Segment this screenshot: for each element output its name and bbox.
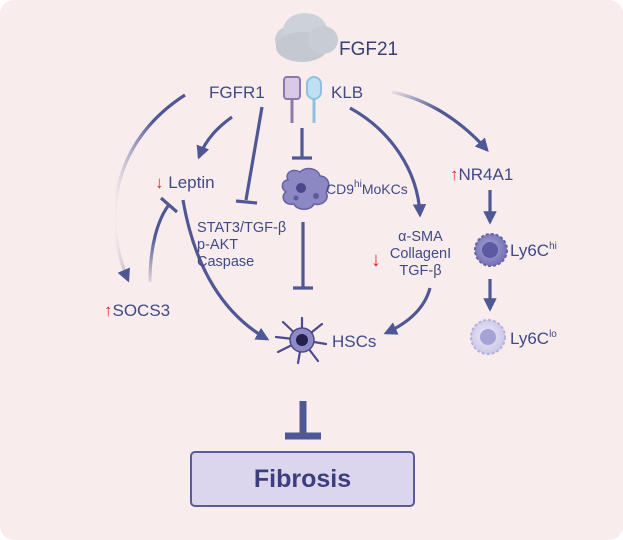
socs3-up-indicator: ↑ bbox=[104, 301, 113, 320]
marker-tgfb: TGF-β bbox=[399, 263, 442, 279]
markers-list: α-SMA CollagenI TGF-β bbox=[383, 229, 458, 280]
signaling-list: STAT3/TGF-β p-AKT Caspase bbox=[197, 220, 286, 271]
ly6chi-label: Ly6Chi bbox=[510, 241, 557, 260]
signaling-caspase: Caspase bbox=[197, 254, 255, 270]
socs3-node: ↑SOCS3 bbox=[104, 302, 170, 319]
inhibit-fgfr1-signaling bbox=[244, 106, 264, 201]
inhibit-bar-signaling bbox=[235, 199, 258, 205]
ly6clo-base: Ly6C bbox=[510, 329, 550, 348]
arrow-klb-to-nr4a1 bbox=[391, 90, 489, 153]
fgf21-label: FGF21 bbox=[339, 39, 399, 60]
mokcs-suffix: MoKCs bbox=[361, 181, 408, 197]
klb-receptor-shape bbox=[306, 76, 322, 123]
arrow-klb-to-markers bbox=[349, 106, 427, 218]
leptin-label: Leptin bbox=[168, 173, 215, 192]
ly6clo-cell-icon bbox=[470, 319, 506, 355]
nr4a1-up-indicator: ↑ bbox=[450, 165, 459, 184]
fgfr1-label: FGFR1 bbox=[209, 83, 265, 102]
nr4a1-node: ↑NR4A1 bbox=[450, 166, 513, 183]
mokcs-prefix: CD9 bbox=[326, 181, 355, 197]
klb-label: KLB bbox=[331, 83, 364, 102]
ly6chi-sup: hi bbox=[549, 241, 557, 252]
arrow-fgfr1-to-leptin bbox=[196, 115, 233, 160]
marker-collageni: CollagenI bbox=[389, 246, 452, 262]
nr4a1-label: NR4A1 bbox=[458, 165, 514, 184]
ly6clo-label: Ly6Clo bbox=[510, 329, 557, 348]
fibrosis-label: Fibrosis bbox=[253, 464, 352, 493]
arrow-leptin-to-hscs bbox=[181, 199, 270, 341]
inhibit-socs3-to-leptin bbox=[148, 205, 170, 283]
fgf21-ligand-shape bbox=[275, 13, 338, 62]
signaling-pakt: p-AKT bbox=[197, 237, 239, 253]
markers-down-indicator: ↓ bbox=[371, 249, 381, 271]
ly6chi-cell-icon bbox=[474, 233, 508, 267]
hscs-label: HSCs bbox=[332, 332, 377, 351]
leptin-node: ↓ Leptin bbox=[155, 174, 215, 191]
mokcs-sup: hi bbox=[354, 179, 362, 190]
fgfr1-receptor-shape bbox=[283, 76, 301, 123]
marker-asma: α-SMA bbox=[398, 229, 443, 245]
fibrosis-box: Fibrosis bbox=[190, 451, 415, 507]
mokcs-label: CD9hiMoKCs bbox=[326, 179, 408, 197]
arrow-fgfr1-to-socs3 bbox=[113, 93, 186, 283]
arrow-markers-to-hscs bbox=[383, 287, 432, 335]
mokc-cell-icon bbox=[281, 167, 330, 210]
inhibit-bar-leptin bbox=[159, 196, 179, 214]
signaling-stat3-tgfb: STAT3/TGF-β bbox=[197, 220, 287, 236]
hsc-cell-icon bbox=[274, 316, 328, 365]
ly6clo-sup: lo bbox=[549, 329, 557, 340]
ly6chi-base: Ly6C bbox=[510, 241, 550, 260]
leptin-down-indicator: ↓ bbox=[155, 173, 164, 192]
socs3-label: SOCS3 bbox=[112, 301, 171, 320]
